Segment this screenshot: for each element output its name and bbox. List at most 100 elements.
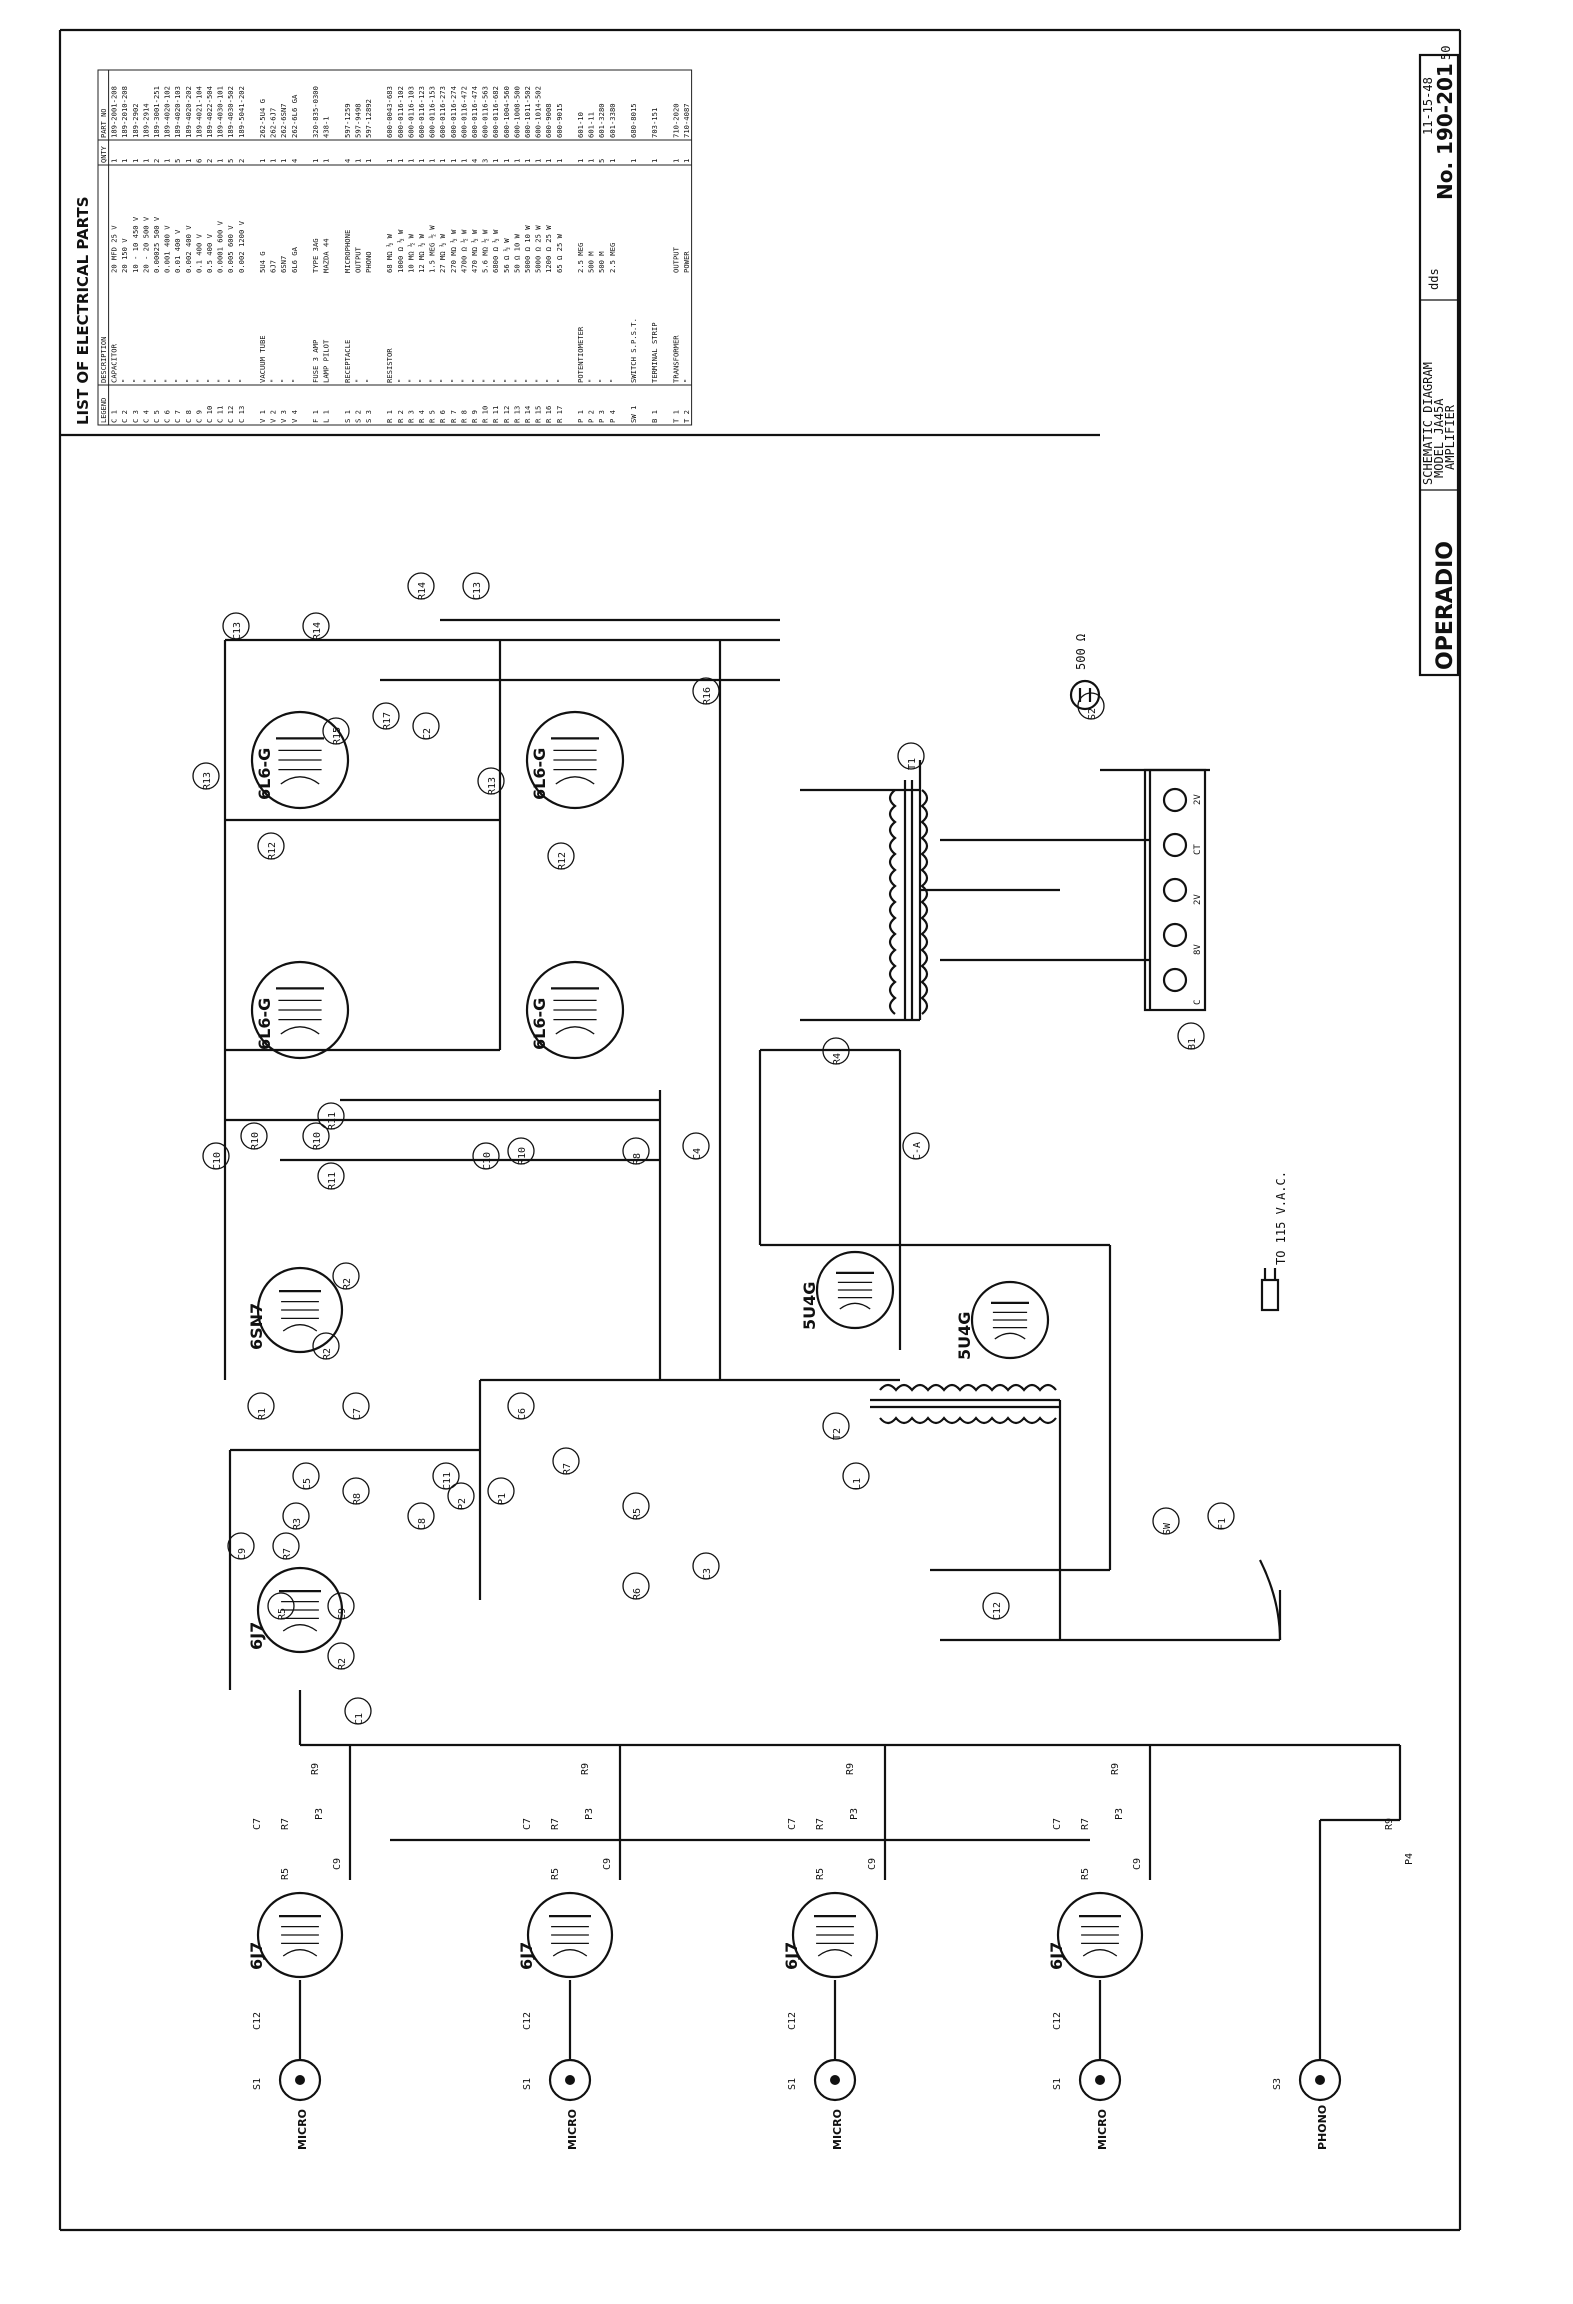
- label-r13b: R13: [477, 767, 505, 795]
- parts-cell: POWER: [682, 251, 691, 273]
- parts-cell: ": [555, 379, 564, 383]
- component-label: R13: [202, 772, 213, 790]
- parts-cell: POTENTIOMETER: [576, 326, 585, 383]
- resistor-label: R9: [1384, 1818, 1395, 1830]
- ac-plug: [1259, 1268, 1282, 1641]
- parts-cell: 600-0116-103: [406, 86, 415, 138]
- parts-cell: 0.0001 600 V: [216, 220, 225, 273]
- label-r13a: R13: [192, 762, 220, 790]
- parts-cell: R 3: [406, 410, 415, 423]
- parts-cell: ": [438, 379, 447, 383]
- component-label: C8: [417, 1518, 428, 1530]
- parts-cell: ": [131, 379, 140, 383]
- parts-cell: 262-5U4 G: [258, 99, 267, 138]
- mic-input-label: MICRO: [566, 2109, 579, 2150]
- parts-cell: 1: [449, 159, 458, 163]
- parts-cell: ": [173, 379, 182, 383]
- parts-cell: S 1: [343, 410, 352, 423]
- parts-cell: 1: [141, 159, 150, 163]
- component-label: TO 115 V.A.C.: [1274, 1171, 1288, 1265]
- parts-cell: ": [406, 379, 415, 383]
- parts-cell: 1: [163, 159, 172, 163]
- tube-v-6j7-main: 6J7: [247, 1566, 344, 1654]
- potentiometer-label: P3: [314, 1808, 325, 1820]
- parts-cell: OUTPUT: [353, 246, 362, 273]
- parts-cell: 1: [385, 159, 394, 163]
- parts-cell: 5000 Ω 25 W: [534, 225, 543, 273]
- label-c4: C4: [682, 1132, 710, 1160]
- parts-cell: 189-3001-251: [152, 86, 161, 138]
- parts-cell: 1: [131, 159, 140, 163]
- parts-cell: 1: [311, 159, 320, 163]
- parts-cell: R 5: [428, 410, 437, 423]
- parts-list-title: LIST OF ELECTRICAL PARTS: [74, 196, 92, 425]
- label-r10c: R10: [507, 1137, 535, 1165]
- parts-cell: 10 - 10 450 V: [131, 216, 140, 273]
- tube-v-6l6-d: 6L6-G: [525, 960, 625, 1060]
- parts-cell: 710-2020: [671, 103, 680, 138]
- parts-cell: 56 Ω ½ W: [502, 238, 511, 273]
- parts-cell: 0.002 400 V: [184, 225, 193, 273]
- output-transformer-t1: [888, 780, 929, 1020]
- parts-cell: 0.005 600 V: [226, 225, 235, 273]
- component-label: C10: [482, 1152, 493, 1170]
- parts-cell: 1: [491, 159, 500, 163]
- parts-cell: C 12: [226, 406, 235, 423]
- label-p1: P1: [487, 1477, 515, 1505]
- parts-cell: 1: [120, 159, 129, 163]
- parts-cell: 1: [279, 159, 288, 163]
- label-c10b: C10: [472, 1142, 500, 1170]
- parts-cell: 262-6J7: [269, 108, 278, 138]
- parts-cell: VACUUM TUBE: [258, 335, 267, 383]
- parts-cell: R 14: [523, 406, 532, 423]
- parts-cell: 1: [417, 159, 426, 163]
- bypass-cap-label: C9: [332, 1858, 343, 1870]
- parts-cell: 1: [555, 159, 564, 163]
- tube-label: 6J7: [517, 1942, 536, 1970]
- parts-cell: R 1: [385, 410, 394, 423]
- parts-cell: ": [608, 379, 617, 383]
- parts-cell: C 4: [141, 410, 150, 423]
- terminal-label: 2V: [1193, 894, 1203, 905]
- parts-cell: R 8: [459, 410, 468, 423]
- resistor-label: R9: [310, 1763, 321, 1775]
- resistor-label: R7: [1080, 1818, 1091, 1830]
- component-label: C-A: [912, 1142, 923, 1160]
- parts-cell: 189-4020-103: [173, 86, 182, 138]
- parts-cell: 1: [544, 159, 553, 163]
- label-f1: F1: [1207, 1502, 1235, 1530]
- bypass-cap-label: C9: [602, 1858, 613, 1870]
- parts-cell: 4: [470, 159, 479, 163]
- phono-input-label: PHONO: [1316, 2105, 1329, 2150]
- parts-cell: C 13: [237, 406, 246, 423]
- coupling-cap-label: C7: [787, 1818, 798, 1830]
- parts-cell: 1: [353, 159, 362, 163]
- label-r11a: R11: [317, 1162, 345, 1190]
- parts-cell: ": [269, 379, 278, 383]
- tube-v-6l6-c: 6L6-G: [525, 710, 625, 810]
- bypass-cap-label: C9: [1132, 1858, 1143, 1870]
- label-t2: T2: [822, 1412, 850, 1440]
- tube-label: 6L6-G: [530, 748, 549, 800]
- label-r4: R4: [822, 1037, 850, 1065]
- tube-label: 5U4G: [955, 1312, 974, 1360]
- tube-v-6j7-m2: 6J7: [517, 1891, 614, 1979]
- parts-cell: ": [290, 379, 299, 383]
- label-c8: C8: [407, 1502, 435, 1530]
- parts-cell: 189-4021-104: [194, 86, 203, 138]
- doc-title-line-2: MODEL JA45A: [1432, 398, 1446, 478]
- parts-cell: 2.5 MEG: [608, 243, 617, 273]
- label-r14: R14: [407, 572, 435, 600]
- resistor-label: R5: [280, 1868, 291, 1880]
- component-label: R4: [832, 1053, 843, 1065]
- parts-cell: R 17: [555, 406, 564, 423]
- parts-cell: ": [417, 379, 426, 383]
- tube-v-6j7-m1: 6J7: [247, 1891, 344, 1979]
- label-c12: C12: [982, 1592, 1010, 1620]
- component-label: T2: [832, 1428, 843, 1440]
- parts-cell: 262-6SN7: [279, 103, 288, 138]
- parts-cell: 2: [237, 159, 246, 163]
- label-r1: R1: [247, 1392, 275, 1420]
- component-label: R8: [352, 1493, 363, 1505]
